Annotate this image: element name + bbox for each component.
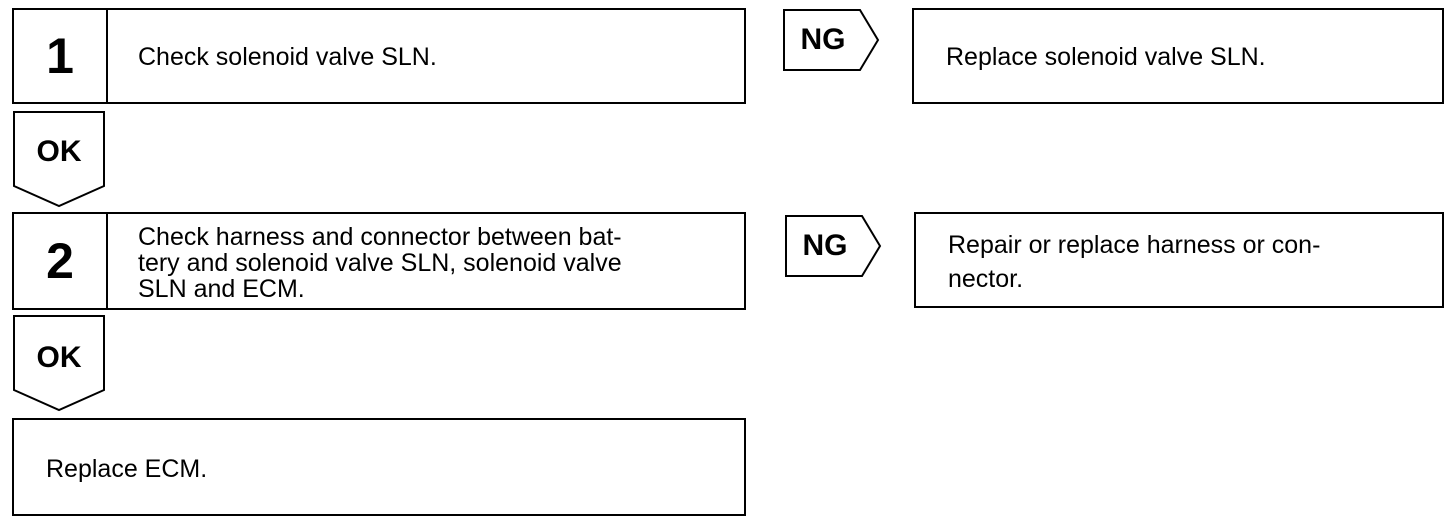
ng-2-label: NG xyxy=(802,229,848,262)
ng-1-label: NG xyxy=(800,23,846,56)
step-1-box: 1 Check solenoid valve SLN. xyxy=(12,8,746,104)
ng-2-action-text-line-1: Repair or replace harness or con- xyxy=(948,231,1321,259)
step-2-number: 2 xyxy=(14,214,108,308)
step-1-number: 1 xyxy=(14,10,108,102)
ok-1-arrow-badge xyxy=(13,111,105,208)
ok-1-label: OK xyxy=(36,135,82,168)
ng-2-action-text-line-2: nector. xyxy=(948,265,1024,293)
ng-1-action-text: Replace solenoid valve SLN. xyxy=(946,43,1266,71)
step-2-text-line-3: SLN and ECM. xyxy=(138,275,305,303)
step-2-text-line-2: tery and solenoid valve SLN, solenoid va… xyxy=(138,249,622,277)
ng-1-action-box: Replace solenoid valve SLN. xyxy=(912,8,1444,104)
final-action-text: Replace ECM. xyxy=(46,455,208,483)
step-2-text-line-1: Check harness and connector between bat- xyxy=(138,223,622,251)
step-2-box: 2 Check harness and connector between ba… xyxy=(12,212,746,310)
ng-1-arrow-badge xyxy=(783,9,880,71)
final-action-box: Replace ECM. xyxy=(12,418,746,516)
ok-2-label: OK xyxy=(36,341,82,374)
step-1-text: Check solenoid valve SLN. xyxy=(138,43,437,71)
ng-2-arrow-badge xyxy=(785,215,882,277)
ok-2-arrow-badge xyxy=(13,315,105,412)
ng-2-action-box: Repair or replace harness or con- nector… xyxy=(914,212,1444,308)
